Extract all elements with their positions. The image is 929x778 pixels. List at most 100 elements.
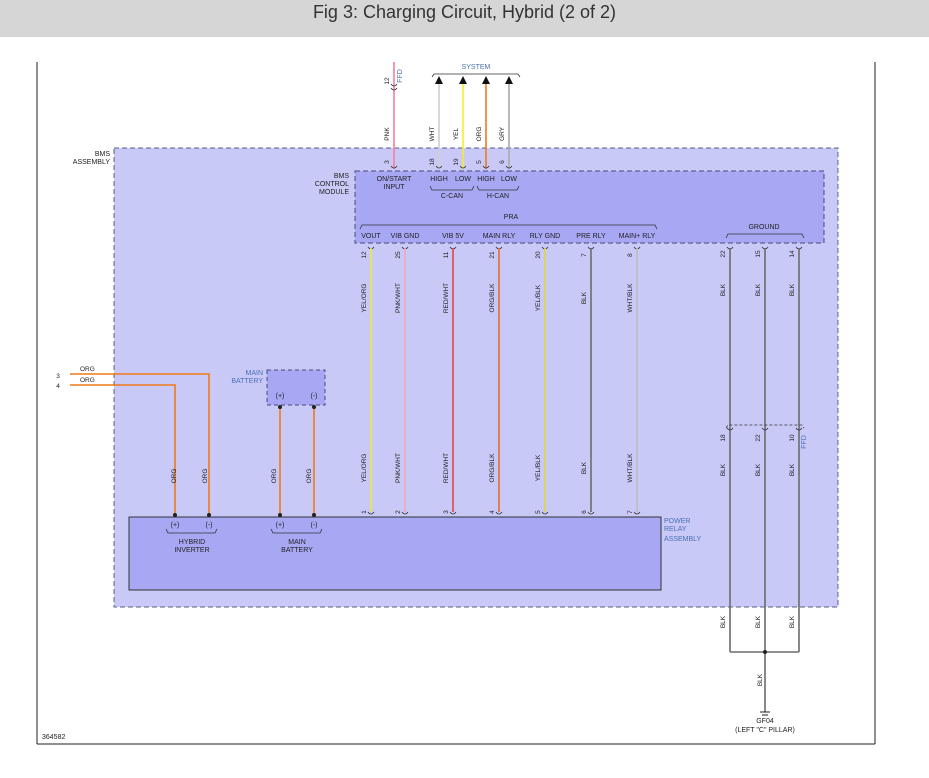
ffd-pin-cup-1	[726, 427, 734, 431]
top-wire-pin-19: 19	[453, 158, 460, 166]
top-wire-pin-3: 3	[384, 160, 391, 164]
hybrid-inverter-label-1: HYBRID	[179, 539, 205, 546]
pra-wire-label-top-5: YEL/BLK	[535, 284, 542, 311]
orange-wire-group	[70, 373, 316, 517]
relay-battery-bracket	[270, 528, 323, 534]
relay-battery-label-1: MAIN	[288, 539, 306, 546]
ground-wire-label-bot-2: BLK	[755, 615, 762, 628]
ground-wire-label-mid-2: BLK	[755, 463, 762, 476]
main-battery-neg: (-)	[311, 393, 318, 400]
pra-wire-label-bottom-7: WHT/BLK	[627, 453, 634, 483]
ground-common-wire-label: BLK	[757, 673, 764, 686]
ground-pin-num-1: 22	[720, 250, 727, 258]
pra-pin-name-4: MAIN RLY	[483, 233, 516, 240]
orange-wire-terminal-3	[278, 513, 282, 517]
ground-pin-num-2: 15	[755, 250, 762, 258]
pra-pin-num-6: 7	[581, 253, 588, 257]
on-start-label-1: ON/START	[377, 176, 412, 183]
top-wire-pin-5: 5	[476, 160, 483, 164]
ffd-pin-cup-3	[795, 427, 803, 431]
ffd-connector-bracket	[725, 424, 805, 429]
ext-wire-4-num: 4	[56, 383, 60, 390]
system-arrow-4	[505, 76, 513, 84]
ground-wire-label-top-2: BLK	[755, 283, 762, 296]
pra-wire-label-top-7: WHT/BLK	[627, 283, 634, 313]
pra-wire-label-bottom-5: YEL/BLK	[535, 454, 542, 481]
bat-pos-org-label: ORG	[271, 469, 278, 484]
hcan-bracket	[476, 185, 520, 191]
ccan-label: C-CAN	[441, 193, 463, 200]
ccan-low-label: LOW	[455, 176, 471, 183]
title-bar: Fig 3: Charging Circuit, Hybrid (2 of 2)	[0, 0, 929, 37]
relay-pin-cup-7	[633, 511, 641, 515]
top-connector-symbol	[390, 83, 398, 91]
ext-wire-4	[70, 384, 176, 515]
pra-wire-label-bottom-6: BLK	[581, 461, 588, 474]
relay-pin-num-1: 1	[361, 510, 368, 514]
top-connector-pin: 12	[384, 77, 391, 85]
ground-wire-label-top-1: BLK	[720, 283, 727, 296]
top-wire-label-wht: WHT	[429, 127, 436, 142]
relay-pin-num-7: 7	[627, 510, 634, 514]
ffd-pin-cup-2	[761, 427, 769, 431]
relay-pin-num-6: 6	[581, 510, 588, 514]
main-battery-pos: (+)	[276, 393, 285, 400]
figure-id: 364582	[42, 734, 65, 741]
pra-wire-label-top-2: PNK/WHT	[395, 283, 402, 313]
top-wire-label-gry: GRY	[499, 126, 506, 141]
relay-pin-num-3: 3	[443, 510, 450, 514]
ground-wire-label-bot-3: BLK	[789, 615, 796, 628]
ground-wire-label-top-3: BLK	[789, 283, 796, 296]
ffd-label-top: FFD	[397, 69, 404, 83]
pra-wire-label-bottom-4: ORG/BLK	[489, 453, 496, 483]
relay-pin-cup-1	[367, 511, 375, 515]
pra-pin-name-2: VIB GND	[391, 233, 420, 240]
pra-pin-name-5: RLY GND	[530, 233, 560, 240]
ffd-label-ground: FFD	[801, 435, 808, 449]
pra-pin-name-3: VIB 5V	[442, 233, 464, 240]
system-arrow-2	[459, 76, 467, 84]
top-wire-pin-18: 18	[429, 158, 436, 166]
pra-bracket	[359, 224, 658, 230]
bms-module-label-3: MODULE	[319, 189, 349, 196]
pra-label: PRA	[504, 214, 519, 221]
relay-pin-num-5: 5	[535, 510, 542, 514]
main-battery-label-1: MAIN	[246, 370, 264, 377]
bat-neg-org-label: ORG	[306, 469, 313, 484]
pra-wire-label-top-3: RED/WHT	[443, 283, 450, 313]
hcan-high-label: HIGH	[477, 176, 495, 183]
relay-battery-neg: (-)	[311, 522, 318, 529]
top-wire-pin-6: 6	[499, 160, 506, 164]
top-wire-cup-6	[505, 165, 513, 169]
pra-wire-label-top-4: ORG/BLK	[489, 283, 496, 313]
main-battery-label-2: BATTERY	[231, 378, 263, 385]
inv-neg-org-label: ORG	[171, 469, 178, 484]
relay-battery-label-2: BATTERY	[281, 547, 313, 554]
hybrid-inverter-pos: (+)	[171, 522, 180, 529]
pra-pin-num-2: 25	[395, 251, 402, 259]
top-wire-cup-3	[390, 165, 398, 169]
orange-wire-terminal-2	[207, 513, 211, 517]
bms-module-label-1: BMS	[334, 173, 350, 180]
ffd-pin-num-2: 22	[755, 434, 762, 442]
ground-wire-label-bot-1: BLK	[720, 615, 727, 628]
pra-wire-label-top-1: YEL/ORG	[361, 284, 368, 313]
relay-pin-cup-5	[541, 511, 549, 515]
power-relay-label-2: RELAY	[664, 526, 687, 533]
bms-assembly-label-1: BMS	[95, 151, 111, 158]
ground-bracket	[725, 233, 805, 239]
figure-title: Fig 3: Charging Circuit, Hybrid (2 of 2)	[312, 2, 617, 22]
ground-splice-dot	[763, 650, 767, 654]
power-relay-box	[128, 516, 662, 591]
hcan-low-label: LOW	[501, 176, 517, 183]
relay-pin-cup-2	[401, 511, 409, 515]
pra-pin-name-1: VOUT	[361, 233, 381, 240]
relay-pin-cup-4	[495, 511, 503, 515]
pra-pin-num-5: 20	[535, 251, 542, 259]
orange-wire-terminal-5	[278, 405, 282, 409]
orange-wire-terminal-1	[173, 513, 177, 517]
pra-pin-num-1: 12	[361, 251, 368, 259]
ext-wire-4-label: ORG	[80, 377, 95, 384]
top-wire-label-org: ORG	[476, 127, 483, 142]
